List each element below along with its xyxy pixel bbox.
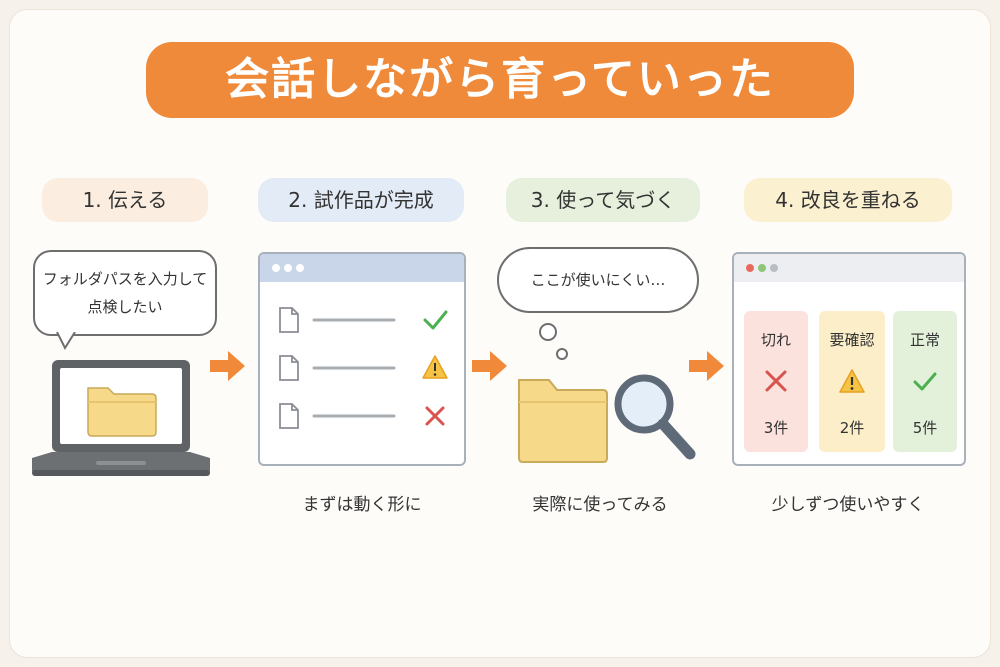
page-title: 会話しながら育っていった (146, 42, 854, 118)
step-3-label: 3. 使って気づく (506, 178, 700, 222)
warning-icon (422, 355, 448, 379)
step-4-label: 4. 改良を重ねる (744, 178, 952, 222)
x-icon (425, 406, 445, 426)
status-count: 2件 (839, 419, 865, 437)
magnifier-icon (614, 374, 696, 460)
status-count: 3件 (763, 419, 789, 437)
folder-icon (87, 387, 157, 437)
speech-bubble-tail (56, 332, 76, 351)
warning-icon (839, 369, 865, 393)
step-2-label: 2. 試作品が完成 (258, 178, 464, 222)
prototype-window (258, 252, 466, 466)
step-3-caption: 実際に使ってみる (532, 495, 668, 515)
file-icon (279, 307, 299, 333)
file-icon (279, 355, 299, 381)
status-label: 正常 (909, 331, 940, 349)
thought-bubble: ここが使いにくい… (497, 247, 699, 313)
status-card-ok: 正常 5件 (893, 311, 957, 452)
status-card-check: 要確認 2件 (819, 311, 885, 452)
arrow-right-icon (472, 351, 507, 381)
folder-icon (518, 379, 608, 463)
step-1-label: 1. 伝える (42, 178, 208, 222)
status-label: 切れ (760, 331, 791, 349)
step-2-caption: まずは動く形に (302, 495, 422, 515)
step-4-caption: 少しずつ使いやすく (771, 495, 925, 515)
status-count: 5件 (912, 419, 938, 437)
x-icon (765, 370, 787, 392)
speech-bubble-line-1: フォルダパスを入力して (42, 270, 208, 288)
status-label: 要確認 (829, 331, 875, 349)
arrow-right-icon (210, 351, 245, 381)
check-icon (423, 310, 448, 330)
laptop-icon (32, 360, 210, 476)
window-title-bar (260, 254, 464, 282)
window-title-bar (734, 254, 964, 282)
thought-bubble-dots (539, 323, 568, 360)
check-icon (913, 372, 937, 391)
file-icon (279, 403, 299, 429)
speech-bubble-line-2: 点検したい (87, 298, 163, 316)
speech-bubble: フォルダパスを入力して 点検したい (33, 250, 217, 336)
status-card-broken: 切れ 3件 (744, 311, 808, 452)
arrow-right-icon (689, 351, 724, 381)
file-list (279, 307, 448, 429)
